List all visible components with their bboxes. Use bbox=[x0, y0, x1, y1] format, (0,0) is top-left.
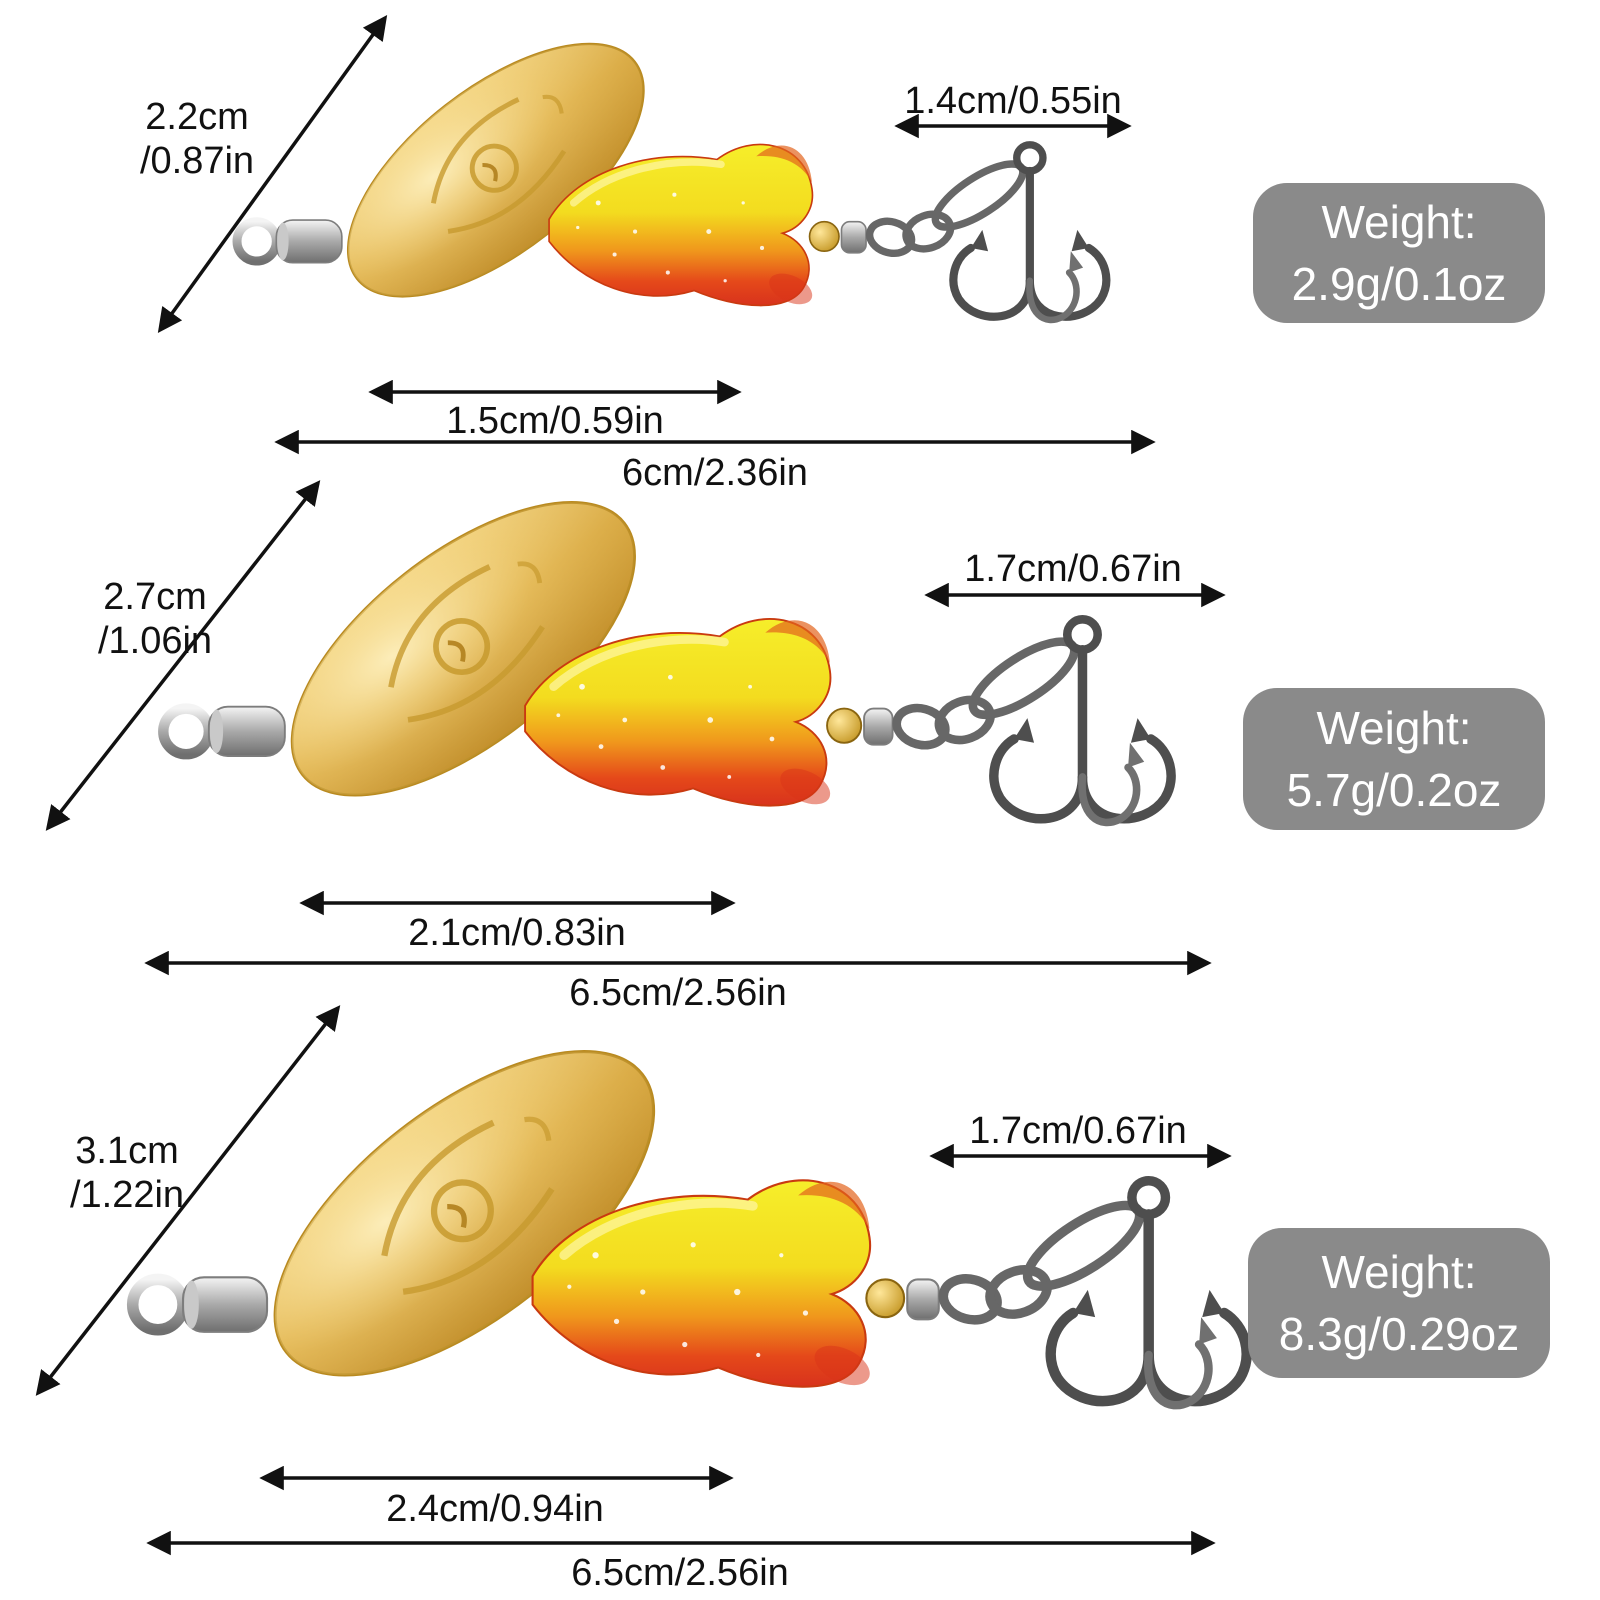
weight-label-2: Weight: bbox=[1316, 701, 1472, 754]
body-length-label-3: 2.4cm/0.94in bbox=[386, 1488, 604, 1530]
weight-badge-3: Weight: 8.3g/0.29oz bbox=[1248, 1228, 1550, 1378]
weight-label-1: Weight: bbox=[1321, 195, 1477, 248]
blade-size-cm-3: 3.1cm bbox=[75, 1130, 179, 1172]
blade-size-cm-1: 2.2cm bbox=[145, 96, 249, 138]
body-length-label-2: 2.1cm/0.83in bbox=[408, 912, 626, 954]
weight-value-2: 5.7g/0.2oz bbox=[1286, 764, 1502, 816]
blade-size-label-1: 2.2cm /0.87in bbox=[112, 96, 282, 183]
blade-size-in-3: /1.22in bbox=[69, 1173, 185, 1216]
blade-size-label-3: 3.1cm /1.22in bbox=[42, 1130, 212, 1217]
weight-value-3: 8.3g/0.29oz bbox=[1278, 1308, 1520, 1360]
total-length-label-1: 6cm/2.36in bbox=[622, 452, 808, 494]
total-length-label-3: 6.5cm/2.56in bbox=[571, 1552, 789, 1594]
blade-size-cm-2: 2.7cm bbox=[103, 576, 207, 618]
weight-value-1: 2.9g/0.1oz bbox=[1291, 258, 1507, 310]
weight-label-3: Weight: bbox=[1321, 1245, 1477, 1298]
blade-size-in-2: /1.06in bbox=[97, 619, 213, 662]
weight-badge-2: Weight: 5.7g/0.2oz bbox=[1243, 688, 1545, 830]
lure-illustration-large bbox=[118, 1040, 1325, 1481]
blade-size-label-2: 2.7cm /1.06in bbox=[70, 576, 240, 663]
body-length-label-1: 1.5cm/0.59in bbox=[446, 400, 664, 442]
hook-width-label-1: 1.4cm/0.55in bbox=[904, 80, 1122, 122]
total-length-label-2: 6.5cm/2.56in bbox=[569, 972, 787, 1014]
weight-badge-1: Weight: 2.9g/0.1oz bbox=[1253, 183, 1545, 323]
blade-size-in-1: /0.87in bbox=[139, 139, 255, 182]
hook-width-label-3: 1.7cm/0.67in bbox=[969, 1110, 1187, 1152]
hook-width-label-2: 1.7cm/0.67in bbox=[964, 548, 1182, 590]
